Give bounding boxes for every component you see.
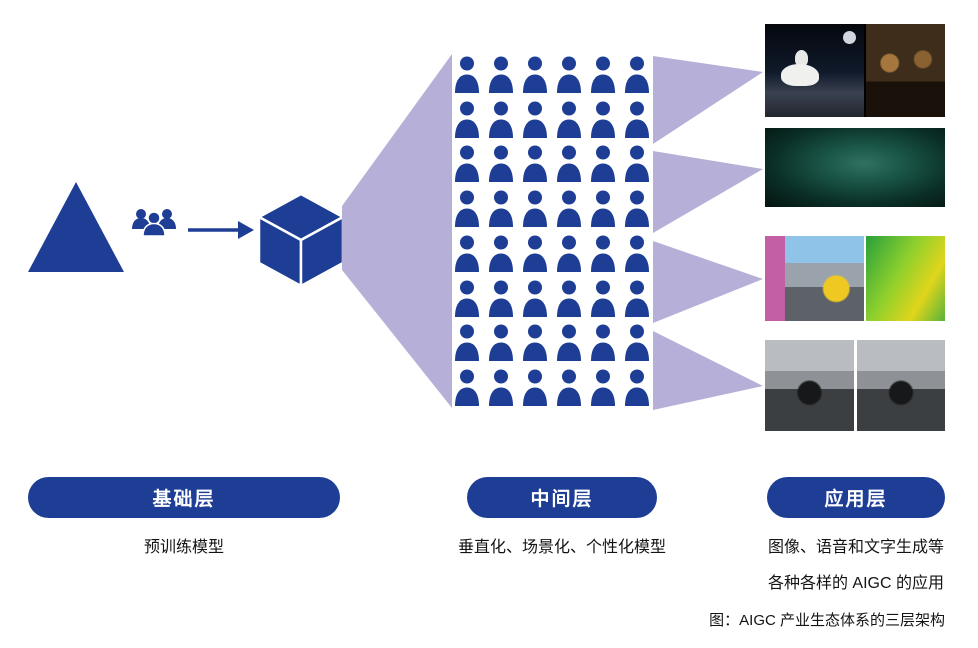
person-icon xyxy=(454,235,480,272)
underwater-figure-image xyxy=(765,128,945,207)
person-icon xyxy=(454,369,480,407)
person-icon xyxy=(522,190,548,228)
person-icon xyxy=(522,56,548,93)
person-icon xyxy=(454,280,480,317)
person-icon xyxy=(556,101,582,138)
fanout-triangle-1 xyxy=(653,56,763,144)
person-icon xyxy=(556,56,582,93)
road-view-right xyxy=(856,340,945,431)
person-icon xyxy=(454,190,480,228)
moon-shape xyxy=(843,31,856,44)
model-cube-icon xyxy=(257,192,345,288)
person-icon xyxy=(522,369,548,407)
person-icon xyxy=(624,145,650,183)
person-icon xyxy=(590,324,616,362)
astronaut-shape xyxy=(795,50,808,66)
people-grid xyxy=(450,52,654,410)
person-icon xyxy=(624,190,650,228)
person-icon xyxy=(522,101,548,138)
person-icon xyxy=(488,235,514,272)
funnel-shape xyxy=(342,54,452,408)
app-image-underwater-artwork xyxy=(765,128,945,207)
base-layer-description: 预训练模型 xyxy=(143,539,224,556)
app-layer-label: 应用层 xyxy=(824,489,888,510)
person-icon xyxy=(454,145,480,183)
person-icon xyxy=(556,369,582,407)
middle-layer-label: 中间层 xyxy=(530,489,594,510)
figure-caption: 图：AIGC 产业生态体系的三层架构 xyxy=(709,612,945,629)
middle-layer-description: 垂直化、场景化、个性化模型 xyxy=(457,539,666,556)
road-view-left xyxy=(765,340,854,431)
base-layer-label: 基础层 xyxy=(152,489,216,510)
person-icon xyxy=(590,280,616,317)
person-icon xyxy=(624,101,650,138)
person-icon xyxy=(522,280,548,317)
person-icon xyxy=(556,145,582,183)
person-icon xyxy=(590,190,616,228)
person-icon xyxy=(488,101,514,138)
middle-layer-pill: 中间层 xyxy=(467,477,657,518)
person-icon xyxy=(488,190,514,228)
person-icon xyxy=(488,369,514,407)
person-icon xyxy=(590,101,616,138)
person-icon xyxy=(624,324,650,362)
person-icon xyxy=(522,145,548,183)
person-icon xyxy=(590,235,616,272)
teddy-bears-image xyxy=(866,24,945,117)
arrow-right-icon xyxy=(188,221,254,239)
fanout-triangle-2 xyxy=(653,151,763,233)
fanout-triangle-4 xyxy=(653,331,763,410)
green-depth-map xyxy=(866,236,945,321)
street-photo-yellow-car xyxy=(765,236,864,321)
astronaut-horse-image xyxy=(765,24,864,117)
app-image-astronaut-horse-teddy-bears xyxy=(765,24,945,117)
app-image-autonomous-driving xyxy=(765,340,945,431)
person-icon xyxy=(556,324,582,362)
person-icon xyxy=(556,280,582,317)
person-icon xyxy=(454,324,480,362)
person-icon xyxy=(624,369,650,407)
person-icon xyxy=(488,145,514,183)
person-icon xyxy=(590,145,616,183)
app-layer-description-line1: 图像、语音和文字生成等 xyxy=(767,539,944,556)
person-icon xyxy=(590,369,616,407)
person-icon xyxy=(624,280,650,317)
person-icon xyxy=(624,235,650,272)
person-icon xyxy=(454,101,480,138)
base-layer-pill: 基础层 xyxy=(28,477,340,518)
app-layer-description-line2: 各种各样的 AIGC 的应用 xyxy=(767,575,944,592)
person-icon xyxy=(522,235,548,272)
app-image-street-segmentation xyxy=(765,236,945,321)
pretrained-model-triangle-icon xyxy=(28,182,124,272)
person-icon xyxy=(454,56,480,93)
fanout-shapes xyxy=(653,56,763,410)
users-icon xyxy=(132,209,176,237)
horse-shape xyxy=(781,64,819,86)
person-icon xyxy=(624,56,650,93)
person-icon xyxy=(590,56,616,93)
person-icon xyxy=(488,280,514,317)
person-icon xyxy=(556,190,582,228)
app-layer-pill: 应用层 xyxy=(767,477,945,518)
fanout-triangle-3 xyxy=(653,241,763,323)
person-icon xyxy=(488,324,514,362)
person-icon xyxy=(488,56,514,93)
person-icon xyxy=(522,324,548,362)
person-icon xyxy=(556,235,582,272)
